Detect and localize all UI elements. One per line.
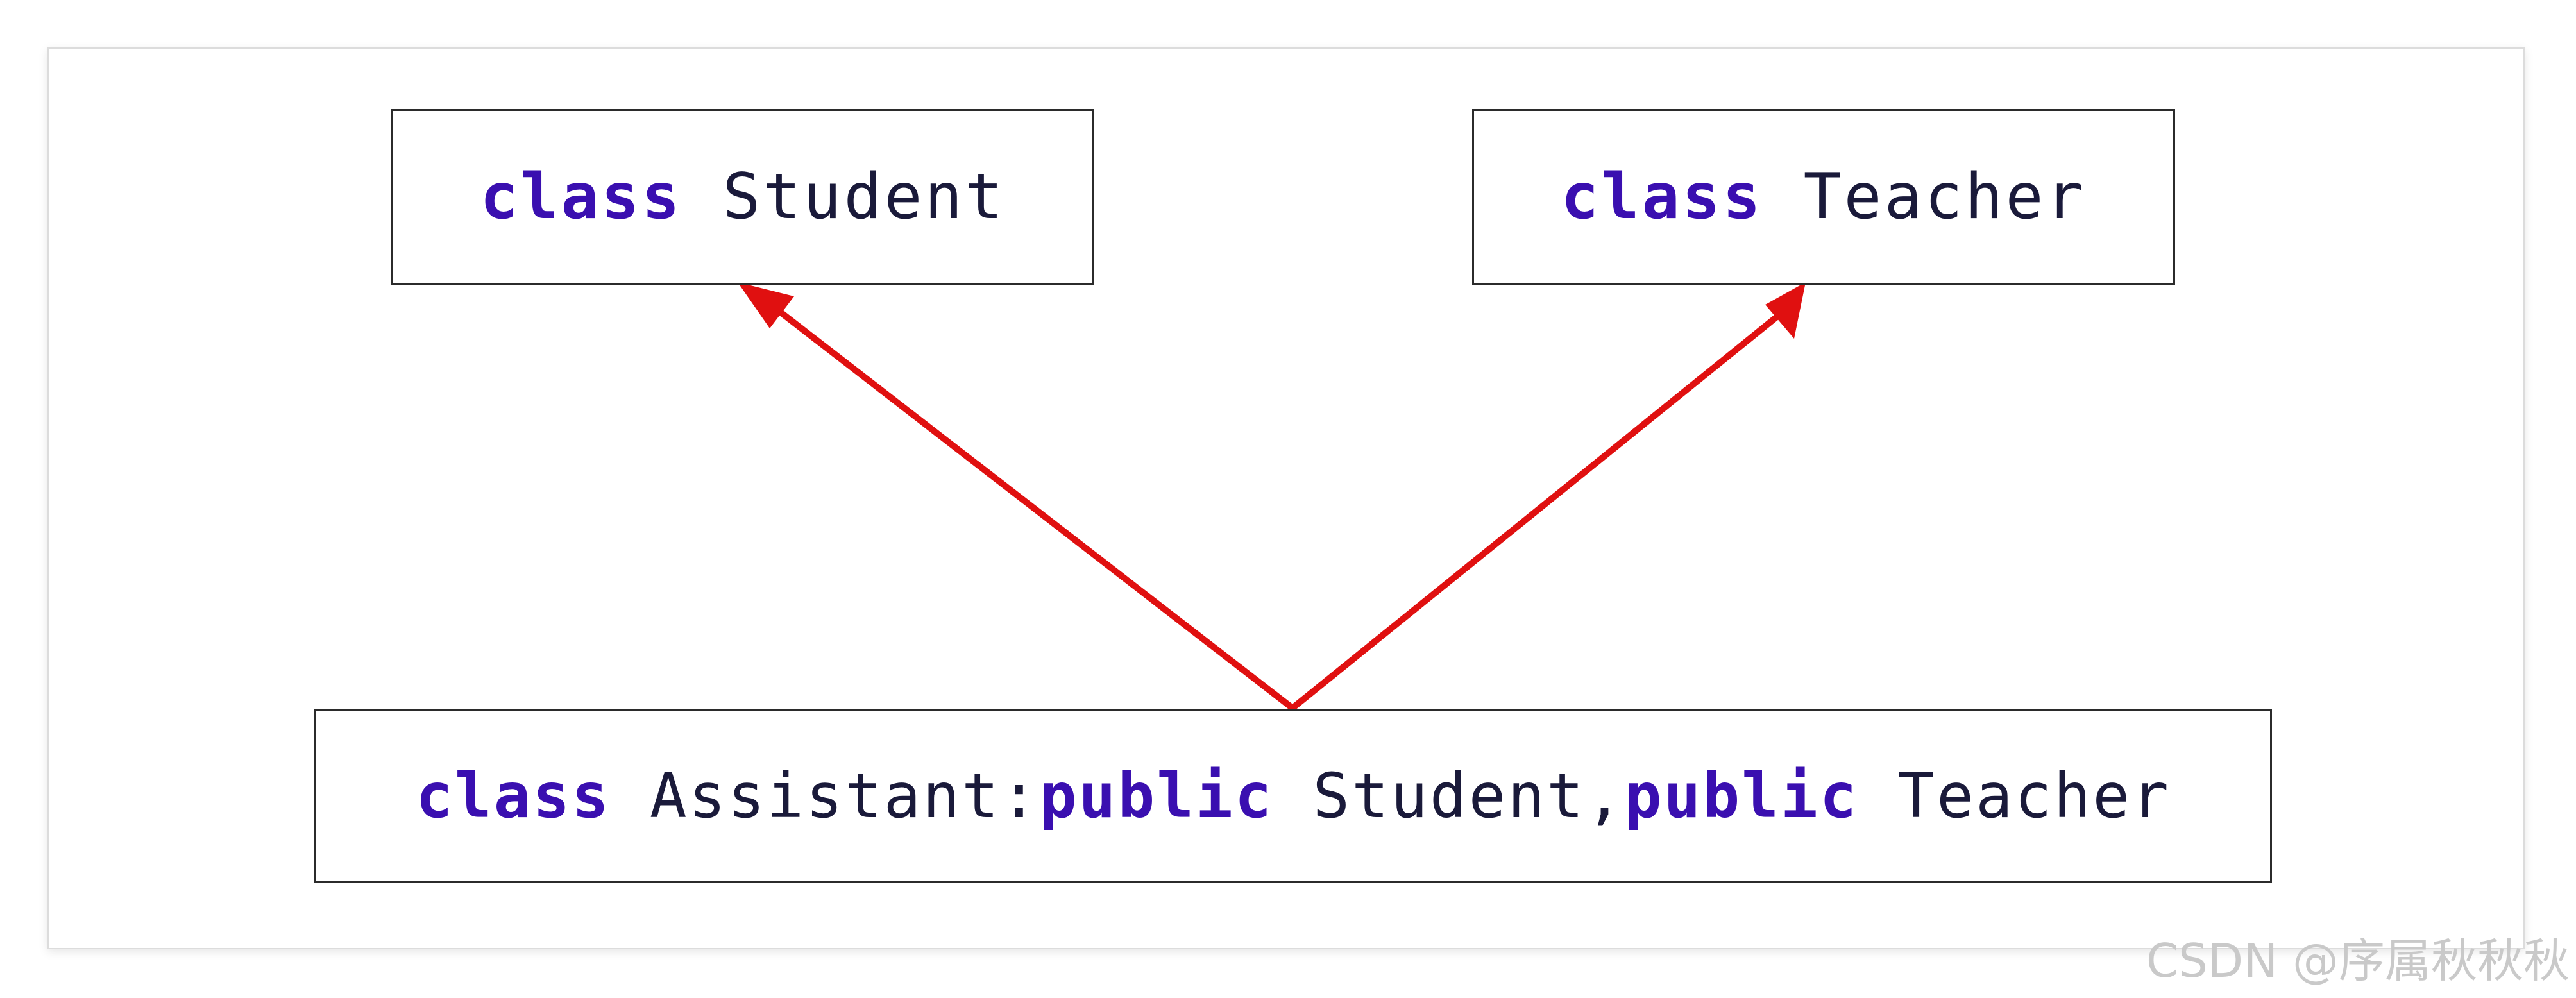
assistant-keyword: class [416, 760, 611, 832]
access-specifier-2: public [1624, 760, 1859, 832]
base-class-2: Teacher [1897, 760, 2171, 832]
arrow-to-teacher [1289, 311, 1783, 711]
arrowhead-teacher [1765, 282, 1806, 339]
access-specifier-1: public [1039, 760, 1274, 832]
assistant-class-name: Assistant: [649, 760, 1040, 832]
arrowhead-student [738, 282, 794, 328]
arrow-to-student [763, 298, 1296, 711]
teacher-keyword: class [1561, 160, 1763, 233]
teacher-class-name: Teacher [1803, 160, 2087, 233]
student-keyword: class [480, 160, 682, 233]
teacher-class-box: class Teacher [1472, 109, 2175, 285]
base-class-1: Student, [1312, 760, 1625, 832]
assistant-class-box: class Assistant:public Student,public Te… [314, 709, 2272, 883]
student-class-box: class Student [391, 109, 1094, 285]
watermark-text: CSDN @序属秋秋秋 [2146, 934, 2570, 988]
student-class-name: Student [722, 160, 1006, 233]
